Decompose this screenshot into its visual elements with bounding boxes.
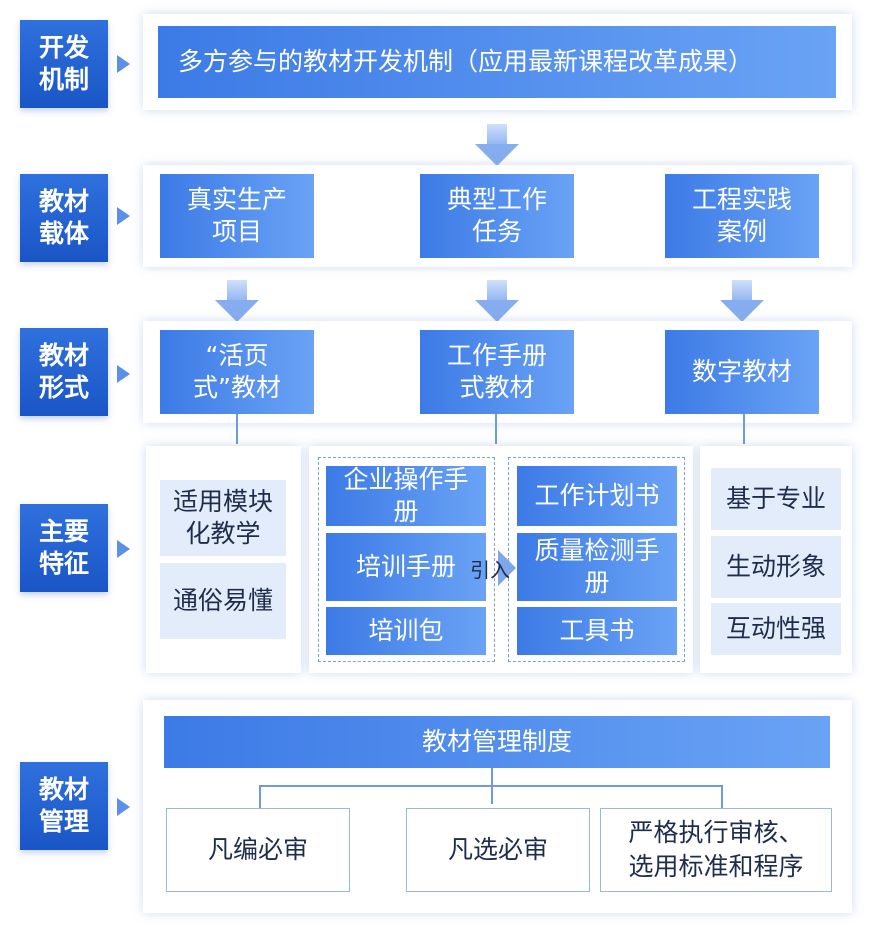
category-label: 开发机制: [38, 33, 89, 94]
category-features: 主要特征: [20, 504, 108, 592]
feature-item: 互动性强: [711, 603, 841, 655]
feature-item: 企业操作手册: [326, 465, 486, 526]
rule-box: 严格执行审核、选用标准和程序: [600, 808, 832, 892]
category-label: 教材载体: [38, 187, 89, 248]
arrow-right-icon: [117, 207, 130, 225]
arrow-right-icon: [117, 55, 130, 73]
arrow-right-icon: [117, 540, 130, 558]
connector-line: [721, 785, 723, 809]
feature-item: 通俗易懂: [160, 563, 286, 639]
category-development: 开发机制: [20, 20, 108, 108]
form-box-workbook: 工作手册式教材: [420, 330, 574, 414]
arrow-down-icon: [475, 280, 519, 322]
form-box-loose-leaf: “活页式”教材: [160, 330, 314, 414]
form-box-digital: 数字教材: [665, 330, 819, 414]
feature-item: 工作计划书: [517, 466, 677, 526]
feature-item: 基于专业: [711, 468, 841, 530]
feature-item: 工具书: [517, 607, 677, 655]
connector-line: [259, 785, 261, 809]
connector-line: [495, 414, 497, 444]
mechanism-box: 多方参与的教材开发机制（应用最新课程改革成果）: [158, 26, 836, 98]
category-label: 主要特征: [38, 517, 89, 578]
introduce-label: 引入: [470, 557, 510, 582]
feature-item: 适用模块化教学: [160, 480, 286, 556]
feature-item: 生动形象: [711, 536, 841, 598]
arrow-right-icon: [498, 550, 516, 586]
management-system-box: 教材管理制度: [164, 716, 830, 768]
category-form: 教材形式: [20, 328, 108, 416]
rule-box: 凡编必审: [166, 808, 350, 892]
rule-box: 凡选必审: [406, 808, 590, 892]
category-label: 教材形式: [38, 341, 89, 402]
arrow-down-icon: [720, 280, 764, 322]
arrow-right-icon: [117, 798, 130, 816]
category-management: 教材管理: [20, 762, 108, 850]
category-carrier: 教材载体: [20, 174, 108, 262]
connector-line: [259, 785, 723, 787]
carrier-box-real-project: 真实生产项目: [160, 174, 314, 258]
arrow-right-icon: [117, 365, 130, 383]
introduce-arrow: 引入: [470, 550, 516, 586]
arrow-down-icon: [475, 124, 519, 166]
feature-item: 培训包: [326, 607, 486, 655]
arrow-down-icon: [215, 280, 259, 322]
feature-item: 质量检测手册: [517, 533, 677, 601]
connector-line: [743, 414, 745, 444]
carrier-box-engineering-case: 工程实践案例: [665, 174, 819, 258]
carrier-box-typical-task: 典型工作任务: [420, 174, 574, 258]
category-label: 教材管理: [38, 775, 89, 836]
feature-item: 培训手册: [326, 533, 486, 601]
workbook-source-group: [318, 457, 495, 662]
connector-line: [236, 414, 238, 444]
